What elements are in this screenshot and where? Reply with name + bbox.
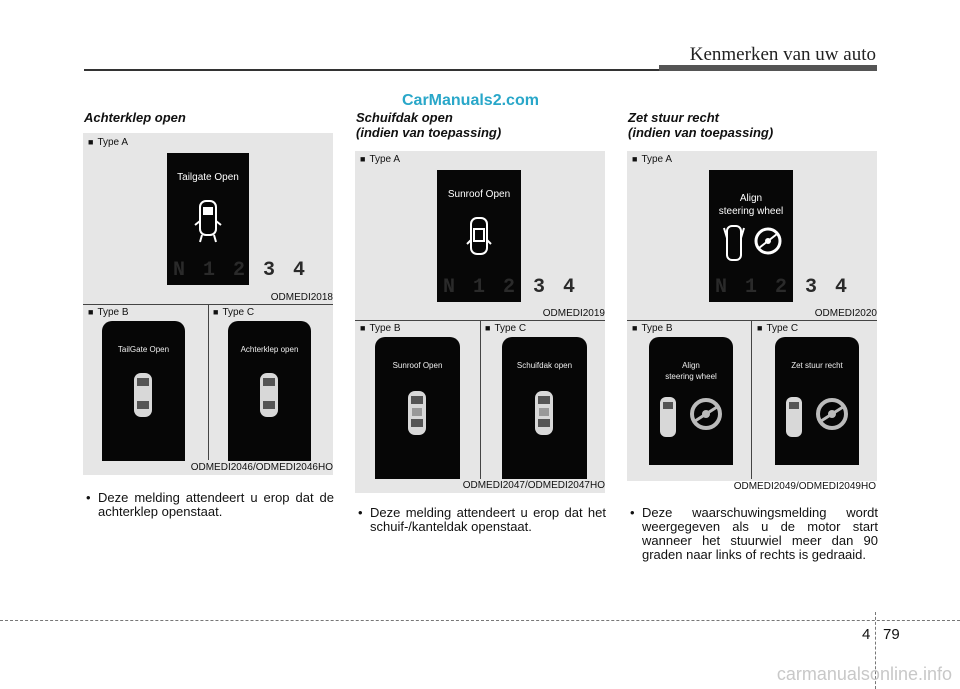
screen-type-a: Align steering wheel N 1 2 3 4 — [709, 170, 851, 302]
section-title-tailgate: Achterklep open — [84, 110, 186, 125]
screen-message: Sunroof Open — [392, 361, 443, 370]
bullet-dot: • — [358, 505, 363, 520]
gear-indicator: N 1 2 3 4 — [173, 259, 309, 282]
screen-message: Schuifdak open — [516, 361, 573, 370]
header-rule — [84, 69, 660, 71]
chapter-number: 4 — [862, 626, 871, 643]
type-a-label: Type A — [360, 154, 400, 165]
car-icon — [408, 391, 426, 435]
car-door-open-icon — [194, 200, 222, 243]
car-icon — [535, 391, 553, 435]
type-b-label: Type B — [632, 323, 672, 334]
divider — [480, 321, 481, 479]
steering-wheel-icon — [816, 398, 848, 430]
gear-indicator: N 1 2 3 4 — [715, 276, 851, 299]
car-icon — [260, 373, 278, 417]
bullet-dot: • — [86, 490, 91, 505]
figure-code: ODMEDI2019 — [542, 308, 605, 319]
figure-steering-type-a: Type A Align steering wheel N 1 2 3 4 OD… — [627, 151, 877, 320]
figure-tailgate-type-bc: Type B Type C TailGate Open Achterklep o… — [83, 305, 333, 475]
header-title: Kenmerken van uw auto — [689, 44, 876, 65]
footer-rule — [0, 620, 960, 621]
figure-code: ODMEDI2046/ODMEDI2046HO — [190, 462, 333, 473]
car-icon — [723, 225, 745, 261]
type-a-label: Type A — [88, 137, 128, 148]
section-title-sunroof: Schuifdak open — [356, 110, 453, 125]
car-sunroof-icon — [466, 217, 492, 255]
screen-type-b: Sunroof Open — [375, 337, 460, 479]
screen-message: Achterklep open — [240, 345, 299, 354]
bullet-text: Deze melding attendeert u erop dat het s… — [370, 505, 606, 534]
screen-message: Zet stuur recht — [791, 361, 843, 370]
section-subtitle-steering: (indien van toepassing) — [628, 125, 774, 140]
divider — [751, 321, 752, 479]
screen-type-c: Schuifdak open — [502, 337, 587, 479]
divider — [627, 320, 877, 321]
type-c-label: Type C — [757, 323, 798, 334]
gear-indicator: N 1 2 3 4 — [443, 276, 579, 299]
screen-type-b: Align steering wheel — [649, 337, 733, 465]
bullet-text: Deze waarschuwingsmelding wordt weergege… — [642, 505, 878, 562]
screen-message-line1: Align — [682, 361, 700, 370]
screen-type-c: Achterklep open — [228, 321, 311, 461]
car-icon — [660, 397, 676, 437]
steering-wheel-icon — [690, 398, 722, 430]
figure-code: ODMEDI2049/ODMEDI2049HO — [733, 481, 876, 492]
screen-type-c: Zet stuur recht — [775, 337, 859, 465]
figure-code: ODMEDI2047/ODMEDI2047HO — [462, 480, 605, 491]
section-title-steering: Zet stuur recht — [628, 110, 720, 125]
screen-message: Sunroof Open — [447, 189, 511, 200]
figure-sunroof-type-bc: Type B Type C Sunroof Open Schuifdak ope… — [355, 321, 605, 493]
figure-steering-type-bc: Type B Type C Align steering wheel Zet s… — [627, 321, 877, 481]
page-number: 79 — [883, 626, 900, 643]
section-subtitle-sunroof: (indien van toepassing) — [356, 125, 502, 140]
header-rule-accent — [659, 65, 877, 71]
type-b-label: Type B — [360, 323, 400, 334]
screen-message-line2: steering wheel — [718, 206, 784, 217]
screen-message-line1: Align — [739, 193, 763, 204]
steering-wheel-icon — [754, 227, 782, 255]
figure-code: ODMEDI2018 — [270, 292, 333, 303]
type-a-label: Type A — [632, 154, 672, 165]
screen-type-a: Tailgate Open N 1 2 3 4 — [167, 153, 309, 285]
screen-message-line2: steering wheel — [665, 372, 717, 381]
watermark-bottom[interactable]: carmanualsonline.info — [776, 664, 952, 684]
figure-tailgate-type-a: Type A Tailgate Open N 1 2 3 4 ODMEDI201… — [83, 133, 333, 304]
screen-type-a: Sunroof Open N 1 2 3 4 — [437, 170, 579, 302]
divider — [355, 320, 605, 321]
type-c-label: Type C — [213, 307, 254, 318]
type-b-label: Type B — [88, 307, 128, 318]
screen-message: TailGate Open — [117, 345, 170, 354]
bullet-dot: • — [630, 505, 635, 520]
watermark-top[interactable]: CarManuals2.com — [402, 92, 539, 109]
bullet-text: Deze melding attendeert u erop dat de ac… — [98, 490, 334, 519]
divider — [83, 304, 333, 305]
figure-sunroof-type-a: Type A Sunroof Open N 1 2 3 4 ODMEDI2019 — [355, 151, 605, 320]
car-icon — [786, 397, 802, 437]
figure-code: ODMEDI2020 — [814, 308, 877, 319]
screen-type-b: TailGate Open — [102, 321, 185, 461]
screen-message: Tailgate Open — [177, 172, 239, 183]
car-icon — [134, 373, 152, 417]
type-c-label: Type C — [485, 323, 526, 334]
divider — [208, 305, 209, 460]
footer-vertical-rule — [875, 612, 876, 689]
